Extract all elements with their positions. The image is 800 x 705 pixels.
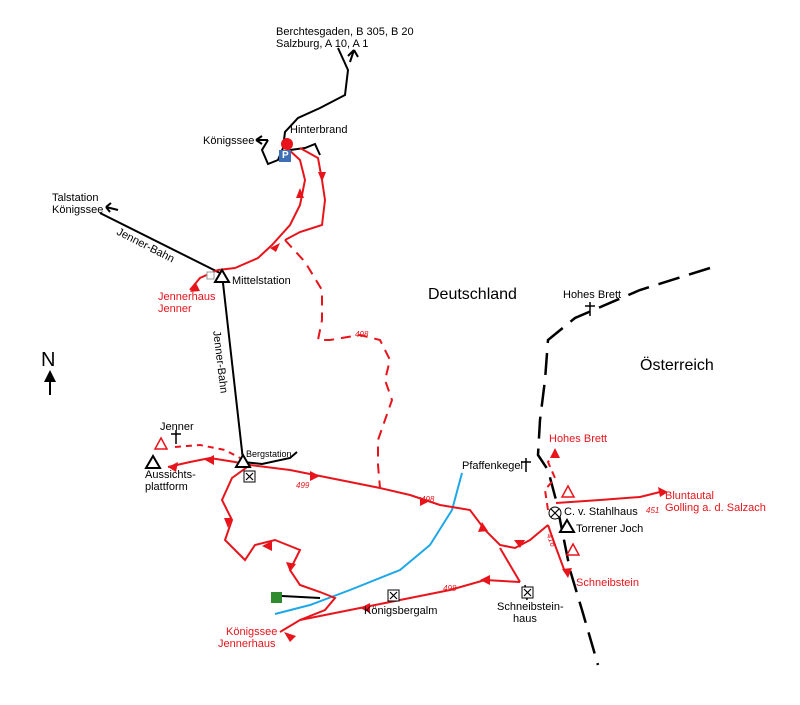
trail-hinterbrand-east	[284, 147, 327, 241]
trail-number: 499	[296, 481, 310, 490]
stream	[274, 472, 463, 615]
road-hinterbrand-loop	[289, 142, 321, 156]
hohes-brett-cross-icon	[585, 302, 595, 316]
label-mittelstation: Mittelstation	[232, 275, 291, 287]
arrow	[270, 243, 280, 252]
label-aussicht: Aussichts-	[145, 469, 196, 481]
trail-aussicht-dashed	[174, 443, 241, 459]
hut-icons	[206, 271, 562, 603]
label-pfaffenkegel: Pfaffenkegel	[462, 460, 523, 472]
label-bluntautal: Bluntautal	[665, 490, 714, 502]
label-salzburg: Salzburg, A 10, A 1	[276, 38, 369, 50]
trail-schneibsteinhaus-up	[499, 547, 521, 583]
arrow-talstation	[105, 202, 119, 213]
label-jennerhaus-bottom: Jennerhaus	[218, 638, 276, 650]
station-triangles	[144, 268, 576, 533]
trail-stahlhaus-schneibstein	[547, 524, 566, 573]
pfaffenkegel-cross-icon	[521, 458, 531, 472]
label-deutschland: Deutschland	[428, 286, 517, 303]
arrow	[420, 497, 430, 506]
aussicht-triangle-icon	[144, 454, 162, 469]
mittelstation-triangle-icon	[213, 268, 231, 283]
arrow-berchtesgaden	[347, 49, 359, 63]
label-golling: Golling a. d. Salzach	[665, 502, 766, 514]
label-oesterreich: Österreich	[640, 357, 714, 374]
trail-number: 498	[443, 584, 457, 593]
trail-hinterbrand-mittelstation	[189, 147, 307, 291]
arrow	[224, 518, 232, 528]
trail-number: 498	[355, 330, 369, 339]
arrow	[205, 455, 214, 465]
warning-icon	[153, 436, 169, 450]
label-koenigsbergalm: Königsbergalm	[364, 605, 438, 617]
access-road	[260, 47, 350, 166]
arrow	[310, 471, 320, 481]
parking-sign	[279, 150, 291, 162]
road-bottom	[281, 595, 321, 599]
country-border	[536, 266, 711, 666]
label-koenigssee: Königssee	[203, 135, 255, 147]
label-hinterbrand: Hinterbrand	[290, 124, 348, 136]
arrow	[550, 448, 560, 458]
arrow	[168, 462, 178, 472]
label-koenigssee-bottom: Königssee	[226, 626, 278, 638]
north-label: N	[41, 349, 56, 371]
warning-icon	[560, 484, 576, 498]
arrow	[190, 283, 200, 292]
bergstation-road	[242, 451, 298, 466]
trail-loop-west	[220, 464, 337, 633]
trail-arrows	[168, 172, 668, 642]
arrow	[318, 172, 326, 182]
label-jenner: Jenner	[160, 421, 194, 433]
label-bergstation: Bergstation	[246, 449, 292, 459]
label-torrener-joch: Torrener Joch	[576, 523, 644, 535]
arrow	[658, 487, 668, 497]
trail-number: 498	[421, 495, 435, 504]
arrow	[262, 541, 272, 551]
label-jennerhaus-2: Jenner	[158, 303, 192, 315]
shelter-icon	[271, 592, 282, 603]
arrow	[562, 568, 572, 578]
trail-bergstation-498	[249, 464, 549, 550]
arrow	[284, 632, 296, 642]
warning-icons	[153, 436, 581, 556]
trail-number: 451	[646, 506, 660, 515]
north-arrow-head	[44, 370, 56, 382]
jenner-cross-icon	[171, 430, 181, 444]
label-schneibsteinhaus-2: haus	[513, 613, 537, 625]
label-talstation-2: Königssee	[52, 204, 104, 216]
label-schneibstein: Schneibstein	[576, 577, 639, 589]
arrow	[286, 562, 296, 572]
arrow	[296, 188, 304, 198]
parking-dot	[281, 138, 293, 150]
label-hohes-brett: Hohes Brett	[563, 289, 622, 301]
arrow	[480, 575, 490, 585]
label-jennerhaus: Jennerhaus	[158, 291, 216, 303]
arrow	[478, 522, 488, 532]
torrener-joch-triangle-icon	[558, 518, 576, 533]
trail-dashed-498	[284, 239, 394, 489]
bergstation-triangle-icon	[234, 453, 252, 468]
label-berchtesgaden: Berchtesgaden, B 305, B 20	[276, 26, 414, 38]
parking-label: P	[282, 150, 289, 161]
arrow	[514, 540, 525, 548]
label-stahlhaus: C. v. Stahlhaus	[564, 506, 638, 518]
mittelstation-hut-icon	[206, 271, 215, 280]
arrow-koenigssee	[255, 135, 268, 145]
warning-icon	[565, 542, 581, 556]
label-talstation: Talstation	[52, 192, 99, 204]
label-schneibsteinhaus: Schneibstein-	[497, 601, 564, 613]
road-arrows	[49, 49, 359, 395]
arrow	[360, 603, 370, 613]
summit-crosses	[171, 302, 595, 472]
trail-hohes-brett	[543, 451, 557, 511]
label-hohes-brett-red: Hohes Brett	[549, 433, 608, 445]
label-aussicht-2: plattform	[145, 481, 188, 493]
trail-stahlhaus-bluntau	[555, 491, 661, 504]
